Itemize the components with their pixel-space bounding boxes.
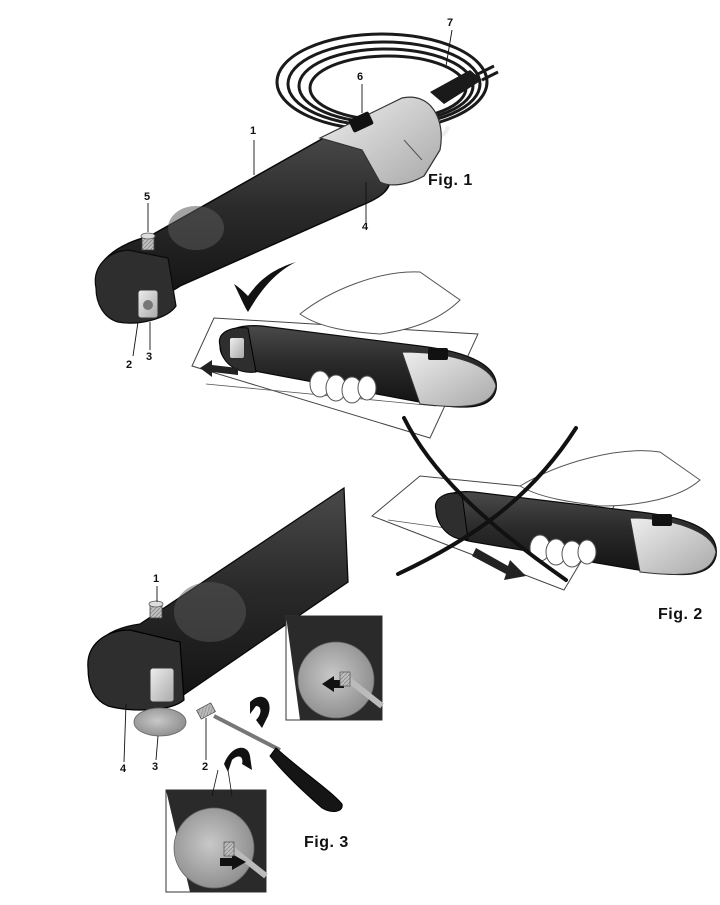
fig1-label-2: 2 (126, 359, 133, 371)
screwdriver (213, 714, 343, 812)
fig1-label-3: 3 (146, 351, 153, 363)
fig1-label-1: 1 (250, 125, 257, 137)
fig3-drawing (87, 486, 384, 893)
on-off-switch (348, 111, 374, 133)
fig1-caption: Fig. 1 (428, 172, 473, 189)
fig3-leader-lines (123, 586, 207, 763)
direction-arrow-forward-icon (200, 360, 238, 377)
detail-inset-tighten (285, 615, 384, 721)
direction-arrow-backward-icon (472, 548, 526, 580)
detail-inset-loosen (165, 769, 268, 893)
rotate-arrow-bottom-icon (224, 747, 252, 772)
correct-checkmark-icon (234, 262, 296, 312)
fig3-label-1: 1 (153, 573, 160, 585)
incorrect-cross-icon (402, 416, 568, 582)
fig3-caption: Fig. 3 (304, 834, 349, 851)
fig1-drawing (94, 29, 499, 357)
fixing-screw (196, 702, 216, 720)
fig1-label-7: 7 (447, 17, 454, 29)
fig2-drawing (191, 262, 717, 591)
power-plug (430, 64, 499, 104)
fig3-label-4: 4 (120, 763, 127, 775)
fig1-leader-lines (132, 29, 453, 357)
fig2-caption: Fig. 2 (658, 606, 703, 623)
cutting-blade (133, 707, 187, 737)
tool-body-fig1 (94, 96, 442, 324)
correct-usage-scene (191, 271, 497, 439)
incorrect-usage-scene (371, 416, 717, 591)
fig3-label-3: 3 (152, 761, 159, 773)
fig1-label-5: 5 (144, 191, 151, 203)
fig3-label-2: 2 (202, 761, 209, 773)
fig1-label-4: 4 (362, 221, 369, 233)
rotate-arrow-top-icon (250, 696, 270, 728)
fig1-label-6: 6 (357, 71, 364, 83)
